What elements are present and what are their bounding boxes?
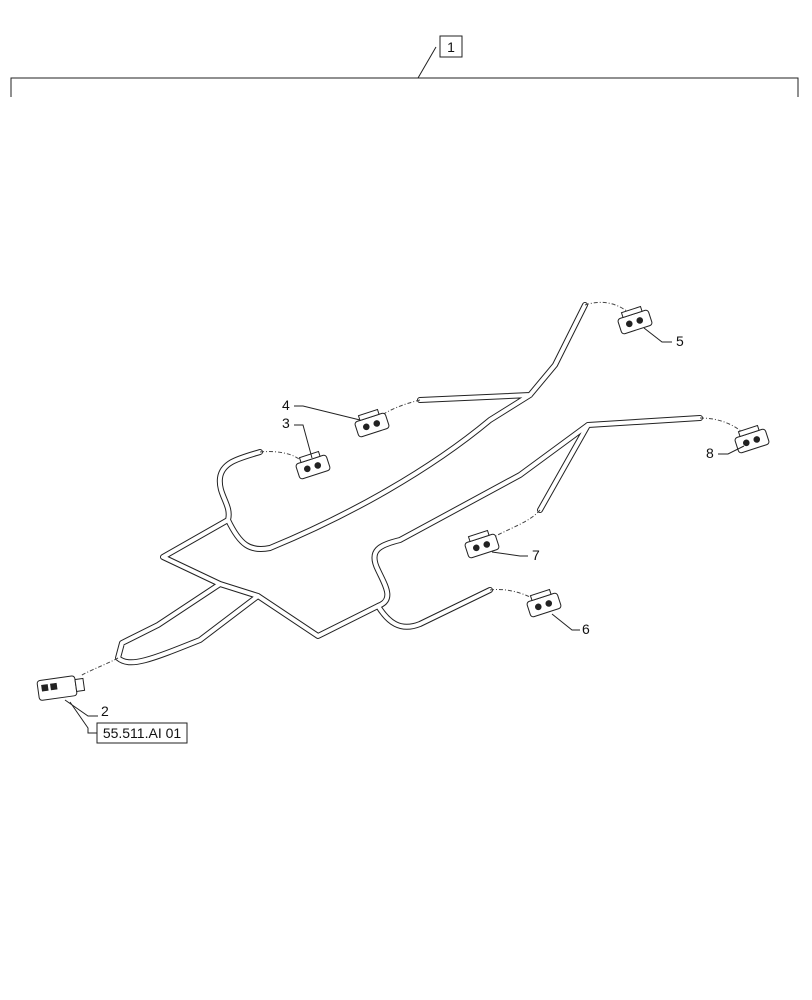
assembly-callout-box[interactable]: 1: [439, 35, 463, 58]
reference-link-label: 55.511.AI 01: [103, 725, 182, 741]
connector-7[interactable]: [463, 529, 500, 559]
callout-3: 3: [282, 415, 290, 431]
wire-dash-leads: [79, 301, 743, 677]
callout-2: 2: [101, 703, 109, 719]
connector-3[interactable]: [294, 450, 331, 480]
assembly-bracket: [10, 46, 799, 97]
callout-6: 6: [582, 621, 590, 637]
connector-2[interactable]: [36, 674, 86, 701]
connector-6[interactable]: [525, 588, 562, 618]
assembly-callout-label: 1: [447, 39, 455, 55]
callout-5: 5: [676, 333, 684, 349]
callout-8: 8: [706, 445, 714, 461]
connector-8[interactable]: [733, 424, 770, 454]
connector-4[interactable]: [353, 408, 390, 438]
harness-body: [115, 302, 703, 666]
connector-5[interactable]: [616, 305, 653, 335]
reference-link-box[interactable]: 55.511.AI 01: [96, 722, 188, 744]
callout-7: 7: [532, 547, 540, 563]
callout-4: 4: [282, 397, 290, 413]
leader-lines: [64, 327, 745, 734]
